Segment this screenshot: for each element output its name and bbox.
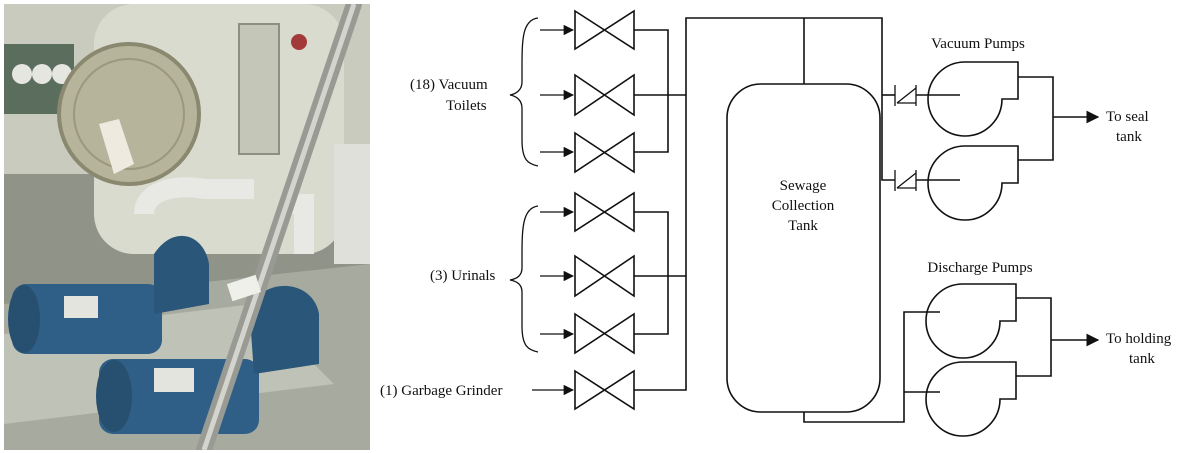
manhole-cover <box>57 42 201 186</box>
paper-tag <box>99 119 134 174</box>
vacuum-pump-1 <box>916 61 1019 137</box>
valve-urinal-3 <box>574 312 635 355</box>
discharge-outlet-pipe <box>1016 297 1100 377</box>
seal-tank-label-line-1: To seal <box>1106 109 1149 125</box>
main-header-pipe <box>634 17 895 391</box>
pump-room-photo <box>4 4 370 450</box>
valve-column <box>238 23 280 155</box>
valve-toilet-1 <box>574 9 635 51</box>
check-valve-2 <box>894 170 917 191</box>
valve-toilet-3 <box>574 131 635 174</box>
vacuum-discharge-pipe <box>1018 76 1100 161</box>
tank-label-line-3: Tank <box>788 218 818 234</box>
toilets-brace <box>509 17 539 167</box>
seal-tank-label-line-2: tank <box>1116 129 1142 145</box>
pump-room-illustration <box>4 4 370 450</box>
valve-urinal-2 <box>574 254 635 298</box>
valve-urinal-1 <box>574 191 635 233</box>
garbage-grinder-label: (1) Garbage Grinder <box>380 383 502 399</box>
toilet-inlet-arrows <box>540 24 575 158</box>
urinal-inlet-arrows <box>540 206 575 340</box>
toilets-label-line-1: (18) Vacuum <box>410 77 488 93</box>
holding-tank-label-line-2: tank <box>1129 351 1155 367</box>
urinals-brace <box>509 205 539 353</box>
valve-grinder <box>574 369 635 411</box>
toilet-collector-pipe <box>634 29 669 153</box>
discharge-pump-1 <box>925 283 1017 359</box>
valve-toilet-2 <box>574 73 635 117</box>
vacuum-pump-2 <box>916 145 1019 221</box>
toilets-label-line-2: Toilets <box>446 98 487 114</box>
vacuum-pumps-title: Vacuum Pumps <box>931 36 1025 52</box>
tank-label-line-1: Sewage <box>780 178 827 194</box>
discharge-suction-pipe <box>803 311 940 423</box>
holding-tank-label-line-1: To holding <box>1106 331 1172 347</box>
urinals-label: (3) Urinals <box>430 268 496 284</box>
discharge-pumps-title: Discharge Pumps <box>927 260 1032 276</box>
sewage-collection-tank <box>726 83 881 413</box>
urinal-collector-pipe <box>634 211 669 335</box>
pump-motor-1 <box>12 284 162 354</box>
white-pipe <box>134 177 254 216</box>
discharge-pump-2 <box>925 361 1017 437</box>
tank-label-line-2: Collection <box>772 198 835 214</box>
check-valve-1 <box>894 85 917 106</box>
